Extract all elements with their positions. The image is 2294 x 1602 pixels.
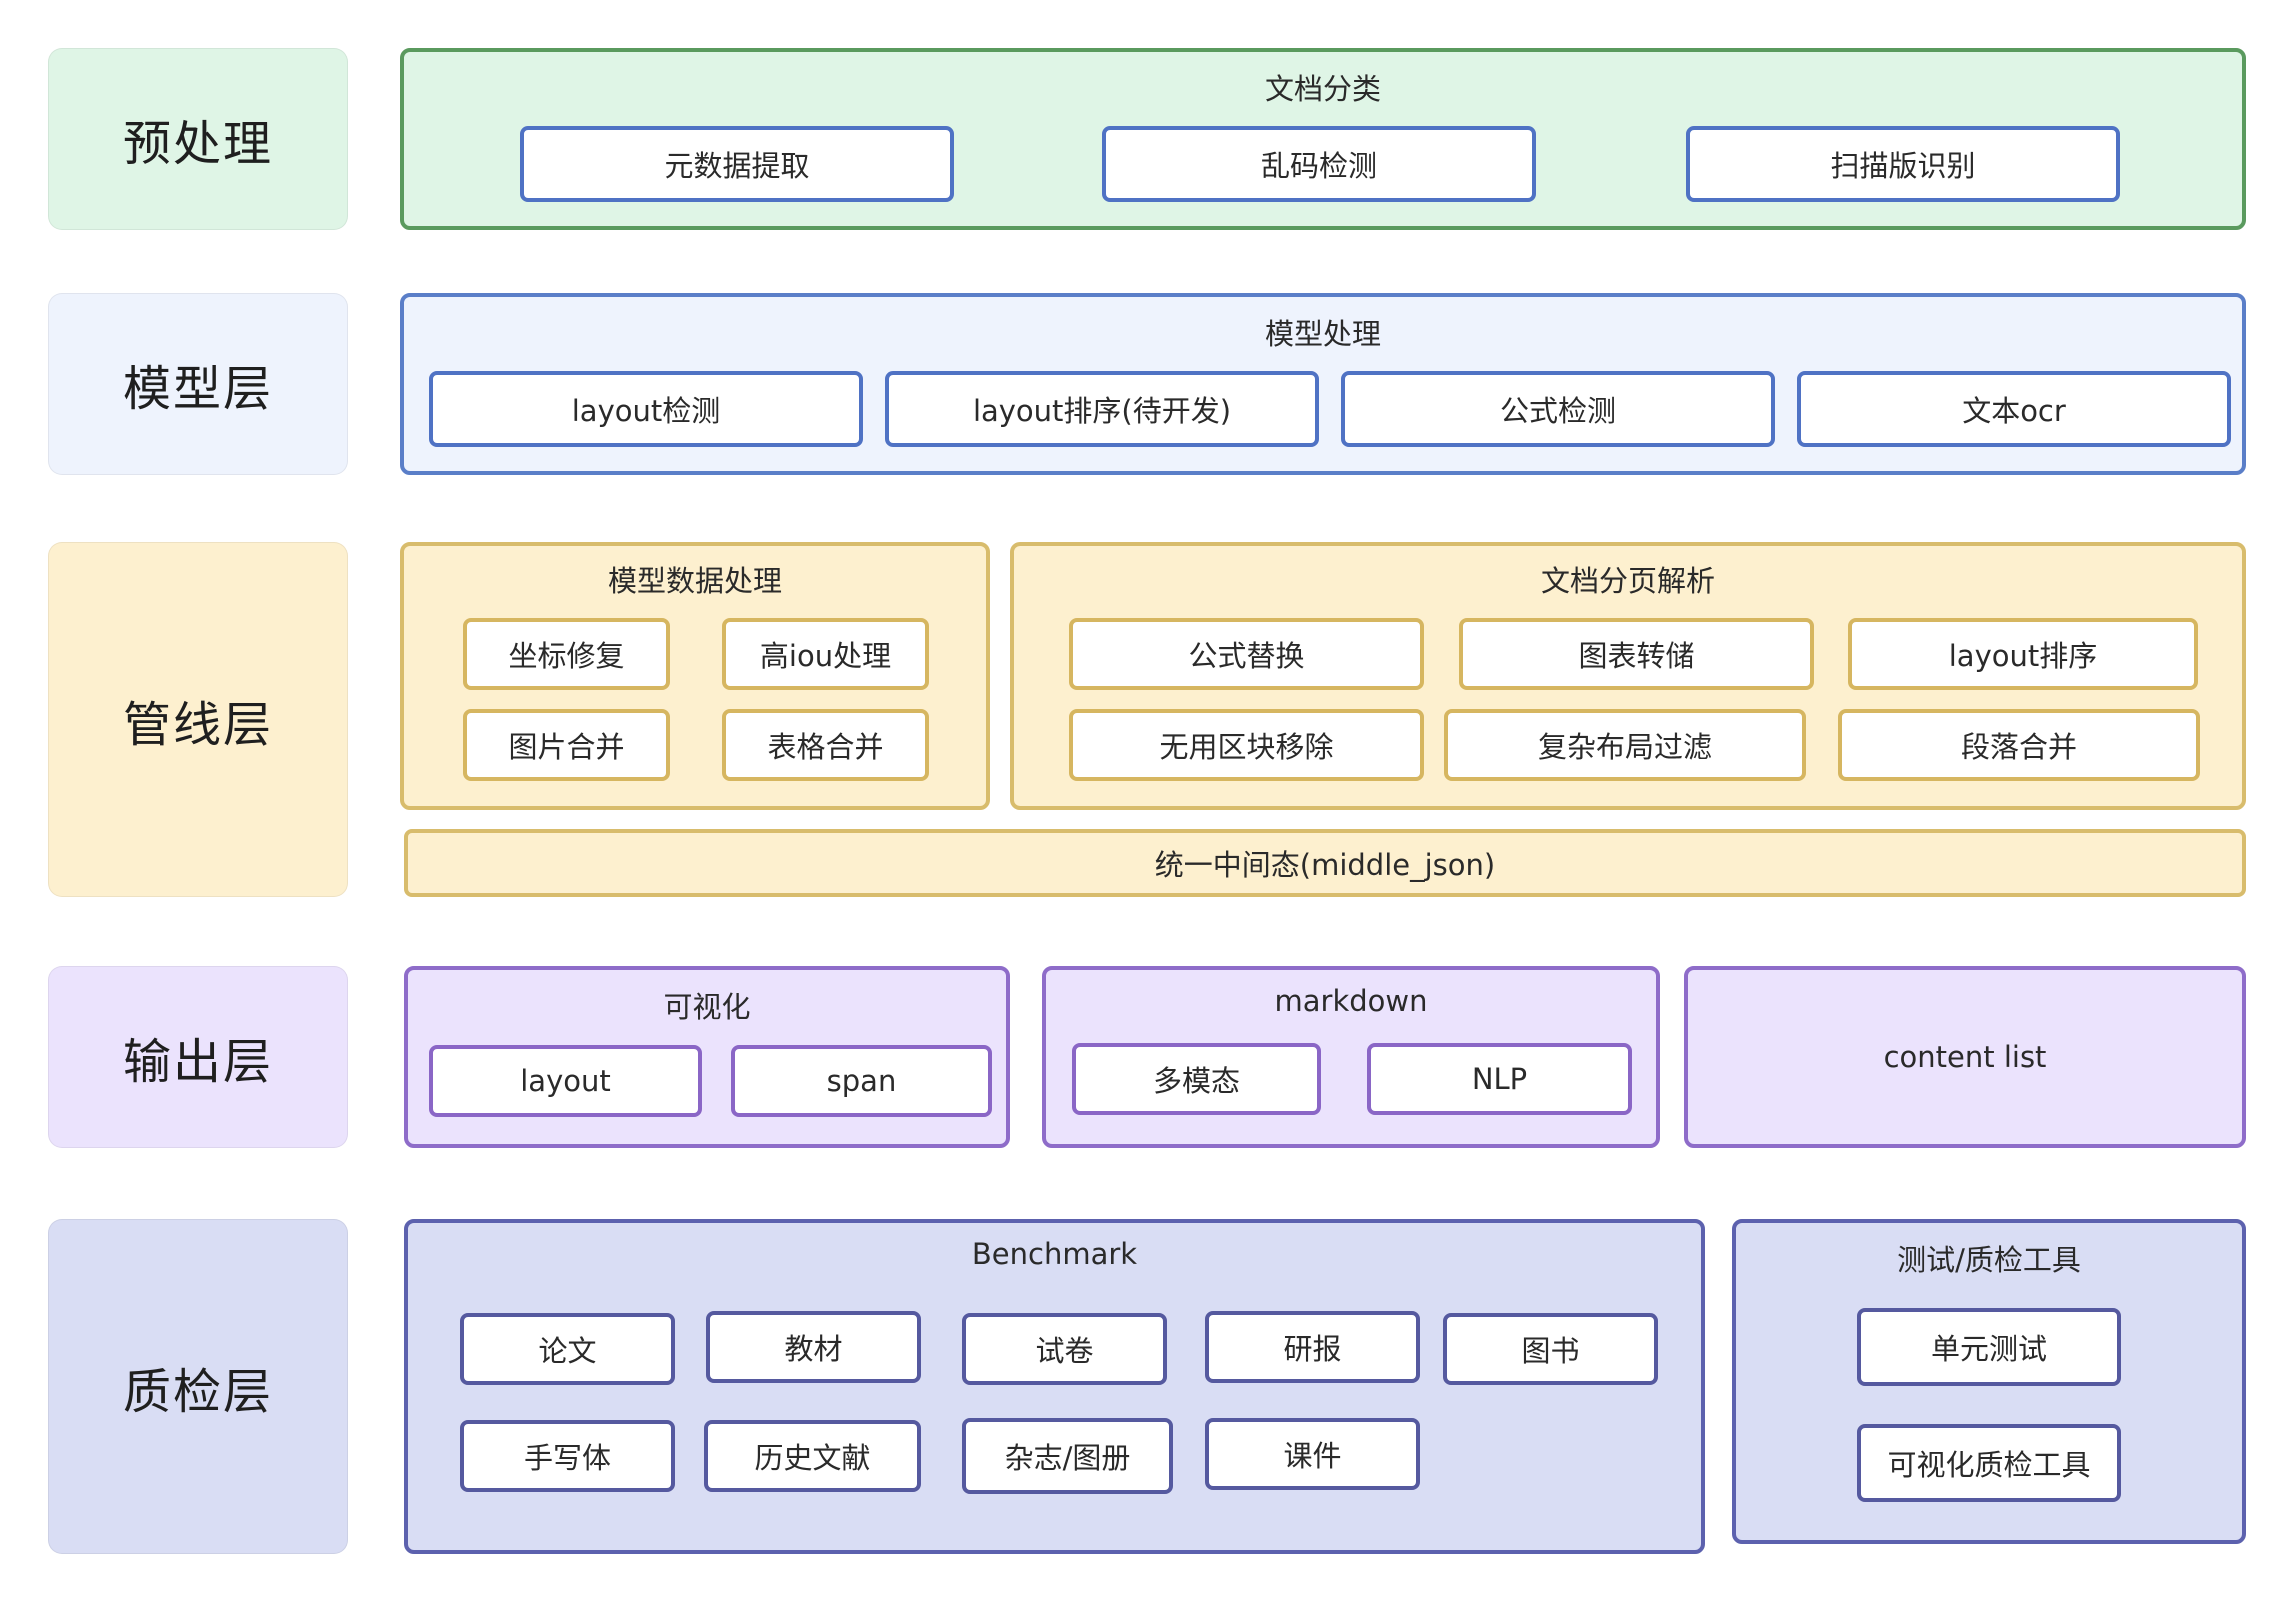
panel-title: 测试/质检工具 xyxy=(1897,1243,2081,1277)
layer-label-qa: 质检层 xyxy=(48,1219,348,1554)
complex-layout-filter-box: 复杂布局过滤 xyxy=(1444,709,1806,781)
benchmark-panel: Benchmark xyxy=(404,1219,1705,1554)
content-list-panel: content list xyxy=(1684,966,2246,1148)
layout-detect-box: layout检测 xyxy=(429,371,863,447)
layer-label-pipeline: 管线层 xyxy=(48,542,348,897)
visual-qa-tool-box: 可视化质检工具 xyxy=(1857,1424,2121,1502)
formula-replace-box: 公式替换 xyxy=(1069,618,1424,690)
layout-output-box: layout xyxy=(429,1045,702,1117)
layout-sort-pipeline-box: layout排序 xyxy=(1848,618,2198,690)
unit-test-box: 单元测试 xyxy=(1857,1308,2121,1386)
nlp-box: NLP xyxy=(1367,1043,1632,1115)
benchmark-historical-box: 历史文献 xyxy=(704,1420,921,1492)
layout-sort-box: layout排序(待开发) xyxy=(885,371,1319,447)
layer-label-text: 管线层 xyxy=(122,696,273,753)
panel-title: 文档分类 xyxy=(1264,72,1381,106)
multimodal-box: 多模态 xyxy=(1072,1043,1321,1115)
panel-title: 模型数据处理 xyxy=(607,564,782,598)
coord-fix-box: 坐标修复 xyxy=(463,618,670,690)
content-list-label: content list xyxy=(1883,1040,2047,1074)
layer-label-text: 质检层 xyxy=(122,1363,273,1420)
benchmark-report-box: 研报 xyxy=(1205,1311,1420,1383)
text-ocr-box: 文本ocr xyxy=(1797,371,2231,447)
panel-title: markdown xyxy=(1274,984,1428,1018)
metadata-extract-box: 元数据提取 xyxy=(520,126,954,202)
benchmark-magazine-box: 杂志/图册 xyxy=(962,1418,1173,1494)
panel-title: 模型处理 xyxy=(1264,317,1381,351)
layer-label-output: 输出层 xyxy=(48,966,348,1148)
layer-label-preprocess: 预处理 xyxy=(48,48,348,230)
layer-label-text: 模型层 xyxy=(122,361,273,417)
benchmark-handwriting-box: 手写体 xyxy=(460,1420,675,1492)
image-merge-box: 图片合并 xyxy=(463,709,670,781)
benchmark-book-box: 图书 xyxy=(1443,1313,1658,1385)
layer-label-text: 输出层 xyxy=(122,1034,273,1090)
panel-title: 可视化 xyxy=(663,990,751,1024)
benchmark-exam-box: 试卷 xyxy=(962,1313,1167,1385)
paragraph-merge-box: 段落合并 xyxy=(1838,709,2200,781)
formula-detect-box: 公式检测 xyxy=(1341,371,1775,447)
benchmark-paper-box: 论文 xyxy=(460,1313,675,1385)
middle-json-bar: 统一中间态(middle_json) xyxy=(404,829,2246,897)
layer-label-text: 预处理 xyxy=(122,116,273,172)
table-merge-box: 表格合并 xyxy=(722,709,929,781)
garbled-detect-box: 乱码检测 xyxy=(1102,126,1536,202)
scan-detect-box: 扫描版识别 xyxy=(1686,126,2120,202)
panel-title: 文档分页解析 xyxy=(1540,564,1715,598)
benchmark-courseware-box: 课件 xyxy=(1205,1418,1420,1490)
high-iou-box: 高iou处理 xyxy=(722,618,929,690)
panel-title: Benchmark xyxy=(971,1237,1138,1271)
layer-label-model: 模型层 xyxy=(48,293,348,475)
benchmark-textbook-box: 教材 xyxy=(706,1311,921,1383)
chart-dump-box: 图表转储 xyxy=(1459,618,1814,690)
useless-block-remove-box: 无用区块移除 xyxy=(1069,709,1424,781)
span-output-box: span xyxy=(731,1045,992,1117)
